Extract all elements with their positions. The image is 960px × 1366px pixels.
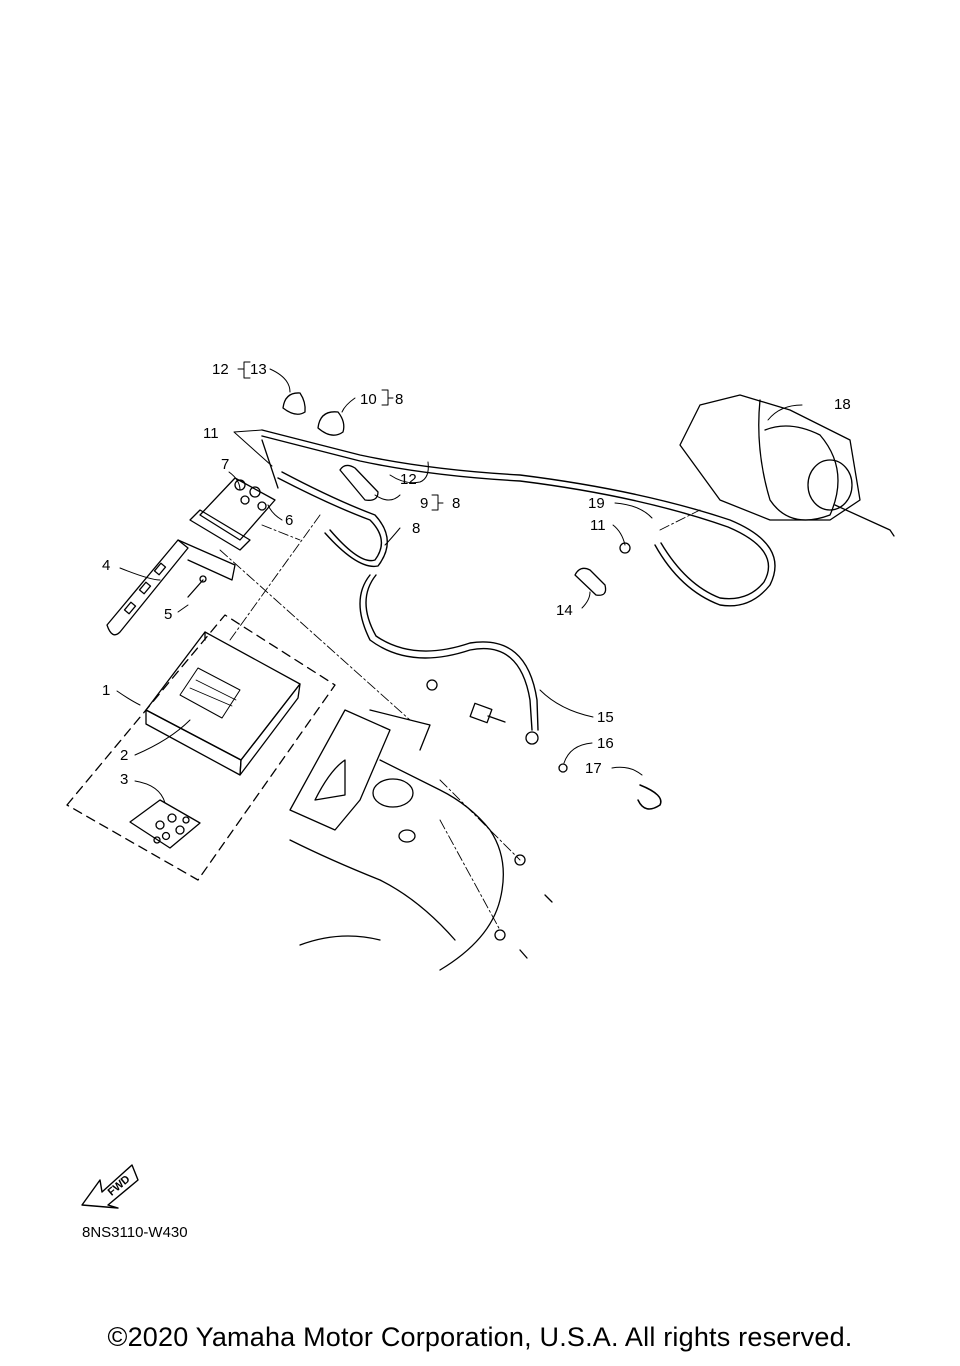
lead-wire (277, 477, 383, 562)
callout-8: 8 (412, 520, 420, 537)
washer (514, 854, 526, 866)
callout-15: 15 (597, 709, 614, 726)
washer (494, 929, 506, 941)
battery-band (106, 539, 236, 636)
cap-14 (574, 567, 607, 596)
callout-2: 2 (120, 747, 128, 764)
fwd-label: FWD (106, 1173, 133, 1198)
callout-1: 1 (102, 682, 110, 699)
callout-4: 4 (102, 557, 110, 574)
drawing-code: 8NS3110-W430 (82, 1224, 188, 1241)
callout-18: 18 (834, 396, 851, 413)
starter-cable (261, 429, 776, 607)
callout-12: 12 (400, 471, 417, 488)
callout-17: 17 (585, 760, 602, 777)
callout-10: 10 (360, 391, 377, 408)
screw (544, 894, 553, 903)
fwd-arrow-icon (81, 1164, 139, 1209)
cover-boot-13 (282, 392, 306, 415)
ground-cable (359, 574, 533, 731)
callout-11: 11 (203, 425, 219, 442)
callout-14: 14 (556, 602, 573, 619)
callout-8: 8 (452, 495, 460, 512)
copyright-notice: ©2020 Yamaha Motor Corporation, U.S.A. A… (107, 1322, 853, 1352)
cover-boot-10 (317, 411, 345, 436)
battery (145, 631, 301, 776)
screw (519, 949, 528, 959)
callout-5: 5 (164, 606, 172, 623)
callout-3: 3 (120, 771, 128, 788)
frame-bracket (289, 709, 504, 971)
callout-12: 12 (212, 361, 229, 378)
bolt-16 (469, 702, 506, 724)
starter-relay (189, 477, 276, 551)
callout-8: 8 (395, 391, 403, 408)
bolt-head (426, 679, 438, 691)
callout-6: 6 (285, 512, 293, 529)
callout-9: 9 (420, 495, 428, 512)
callout-7: 7 (221, 456, 229, 473)
clamp (637, 784, 662, 810)
starter-motor (679, 394, 895, 537)
cover-boot-9 (339, 464, 379, 501)
battery-hardware (129, 799, 201, 849)
battery-kit-outline (66, 614, 336, 881)
callout-13: 13 (250, 361, 267, 378)
callout-11: 11 (590, 517, 606, 534)
washer-16 (558, 763, 568, 773)
bolt (187, 575, 207, 598)
callout-16: 16 (597, 735, 614, 752)
callout-19: 19 (588, 495, 605, 512)
